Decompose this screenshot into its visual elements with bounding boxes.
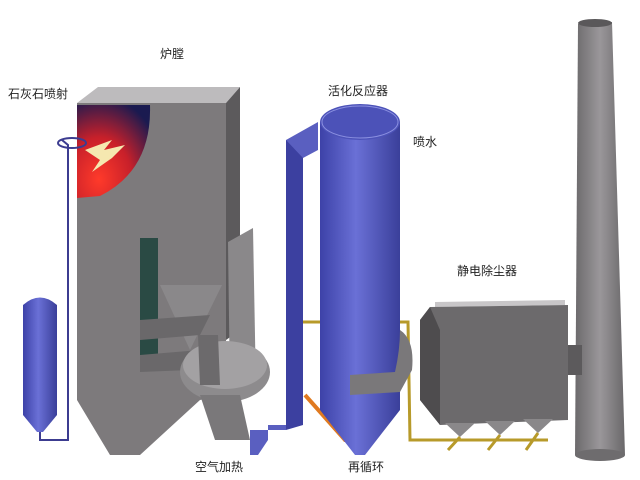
label-activation-reactor: 活化反应器 — [328, 84, 389, 98]
label-furnace: 炉膛 — [160, 47, 185, 61]
activation-reactor — [320, 104, 413, 455]
label-air-heater: 空气加热 — [195, 460, 244, 474]
air-heater — [180, 228, 270, 440]
label-electrostatic-precipitator: 静电除尘器 — [457, 264, 518, 278]
limestone-tank — [23, 137, 87, 441]
flue-duct — [250, 122, 318, 455]
label-water-spray: 喷水 — [413, 135, 438, 149]
label-limestone-injection: 石灰石喷射 — [8, 87, 69, 101]
electrostatic-precipitator — [420, 300, 568, 437]
label-recirculation: 再循环 — [348, 460, 385, 474]
chimney — [575, 19, 625, 461]
